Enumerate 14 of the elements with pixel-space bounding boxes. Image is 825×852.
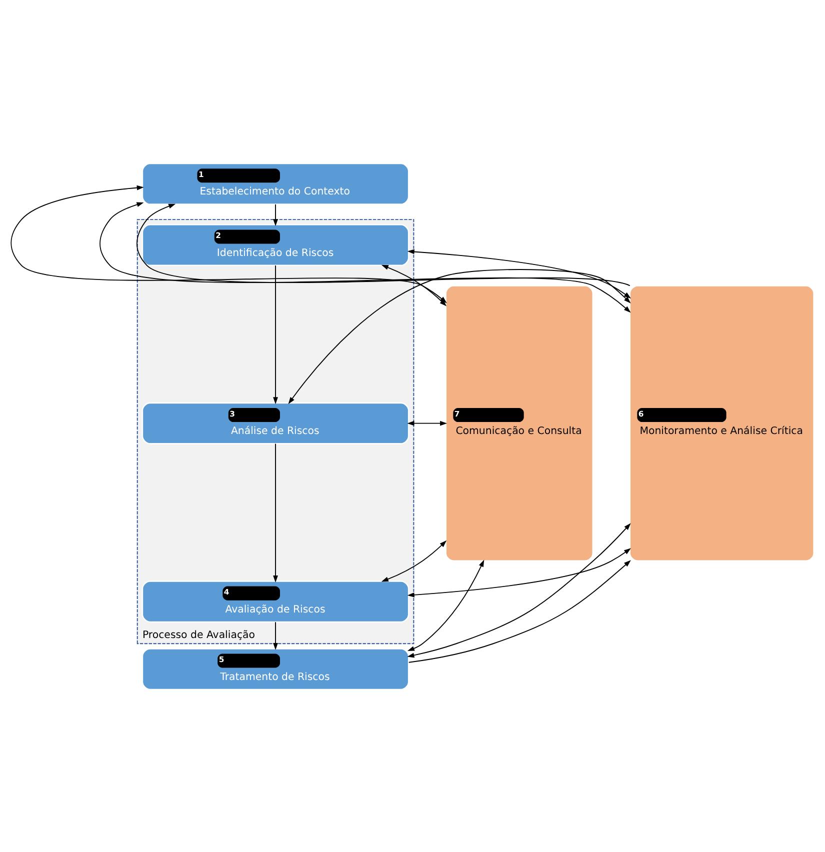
arrow	[407, 522, 631, 658]
arrow	[273, 442, 278, 582]
arrow	[99, 202, 631, 312]
arrow	[273, 203, 278, 226]
arrow	[288, 268, 631, 404]
arrow	[273, 264, 278, 404]
arrow	[381, 540, 447, 582]
arrow	[136, 203, 630, 286]
arrow	[407, 559, 484, 651]
arrow	[407, 548, 631, 597]
arrow	[273, 621, 278, 650]
arrow	[408, 560, 631, 662]
arrow	[407, 420, 448, 426]
arrow	[407, 248, 631, 298]
